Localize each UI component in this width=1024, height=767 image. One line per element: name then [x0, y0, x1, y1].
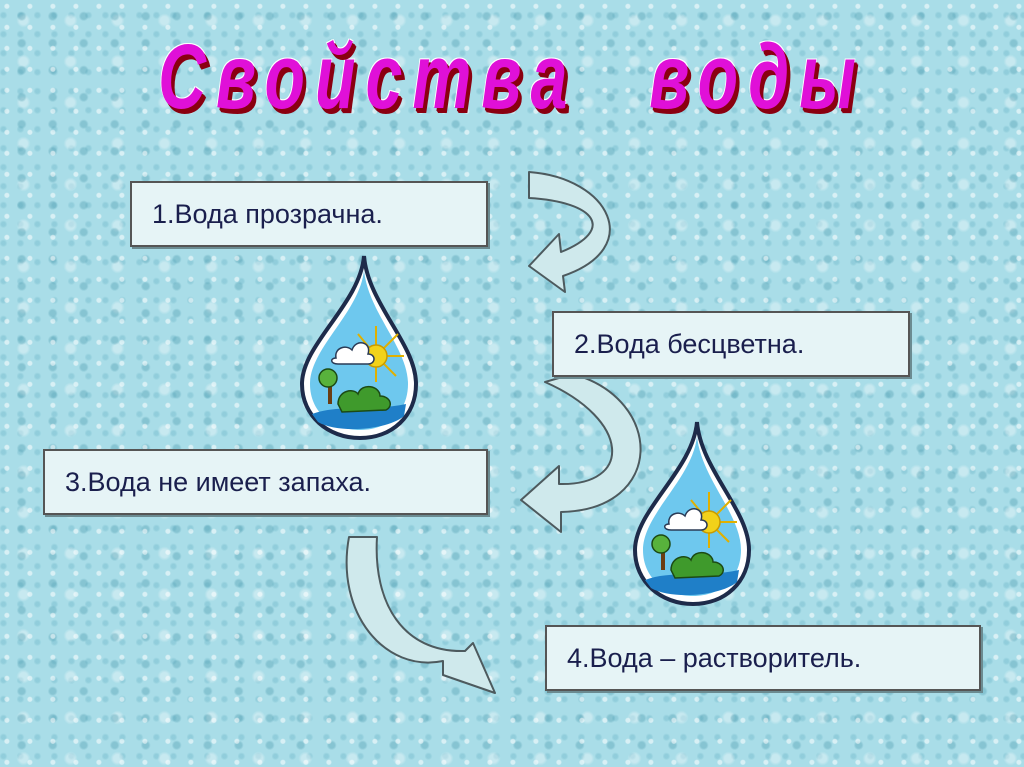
curved-arrow-icon [520, 373, 642, 533]
property-box-2: 2.Вода бесцветна. [552, 311, 910, 377]
water-drop-landscape-icon [632, 421, 752, 607]
curved-arrow-icon [345, 536, 496, 694]
property-box-3: 3.Вода не имеет запаха. [43, 449, 488, 515]
property-label-4: 4.Вода – растворитель. [567, 642, 862, 673]
property-box-1: 1.Вода прозрачна. [130, 181, 488, 247]
property-label-2: 2.Вода бесцветна. [574, 328, 805, 359]
slide-title: Свойства воды [158, 26, 866, 128]
property-label-1: 1.Вода прозрачна. [152, 198, 383, 229]
property-box-4: 4.Вода – растворитель. [545, 625, 981, 691]
property-label-3: 3.Вода не имеет запаха. [65, 466, 372, 497]
water-drop-landscape-icon [299, 255, 419, 441]
curved-arrow-icon [528, 171, 611, 293]
